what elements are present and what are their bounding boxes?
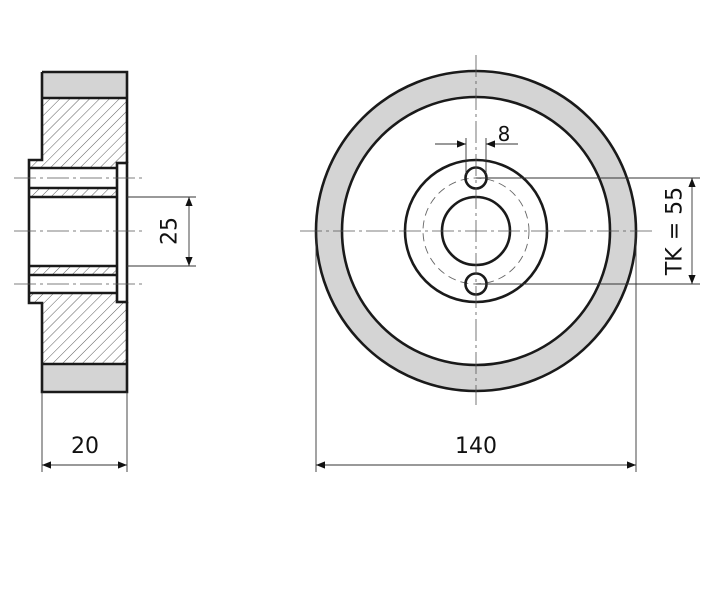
width-dimension-label: 20 xyxy=(71,434,99,459)
hole-dimension-label: 8 xyxy=(498,122,511,146)
bore-dimension-label: 25 xyxy=(158,217,183,245)
hatched-body-upper xyxy=(29,98,127,168)
outer-diameter-dimension-label: 140 xyxy=(455,434,497,459)
bolt-circle-dimension-label: TK = 55 xyxy=(663,187,688,276)
tread-top xyxy=(42,72,127,98)
section-view: 25 20 xyxy=(14,70,196,472)
hatched-sleeve-lower xyxy=(29,266,117,275)
hatched-body-lower xyxy=(29,293,127,364)
hatched-sleeve-upper xyxy=(29,188,117,197)
front-view: 8 TK = 55 140 xyxy=(300,55,700,472)
tread-bottom xyxy=(42,364,127,392)
